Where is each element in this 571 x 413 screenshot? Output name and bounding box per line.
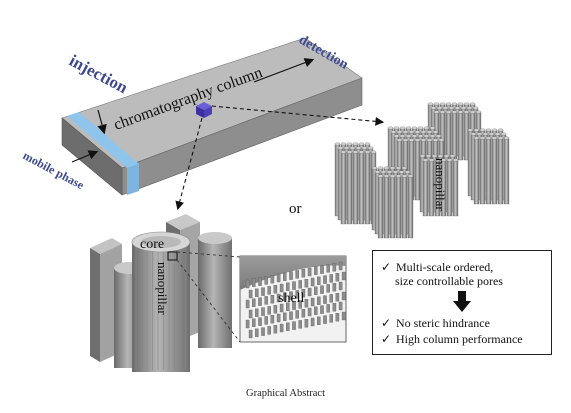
injection-band-front (127, 164, 139, 195)
shell-label: shell (278, 291, 305, 306)
benefit-1-line-1: Multi-scale ordered, (396, 260, 494, 274)
injection-label: injection (66, 51, 131, 98)
zoom-connector-bottom (176, 259, 241, 343)
benefit-1-line-2: size controllable pores (395, 274, 503, 288)
core-shell-pillars (90, 214, 232, 372)
benefit-item-3: ✓ High column performance (381, 333, 523, 346)
zoom-arrow-down (175, 117, 203, 211)
injection-band (67, 112, 139, 168)
nanopillar-array-right (334, 102, 510, 239)
nanopillar-left-label: nanopillar (155, 262, 170, 315)
check-icon: ✓ (381, 316, 392, 330)
mobile-phase-arrow (71, 150, 99, 163)
down-arrow-icon (453, 291, 471, 312)
benefit-item-1: ✓ Multi-scale ordered, (381, 261, 493, 274)
shell-inset (239, 255, 347, 343)
zoom-selection-box (167, 251, 178, 261)
benefit-item-2: ✓ No steric hindrance (381, 317, 490, 330)
check-icon: ✓ (381, 260, 392, 274)
injection-arrow (97, 109, 107, 135)
sample-marker-icon (196, 102, 212, 118)
benefit-2-text: No steric hindrance (396, 316, 490, 330)
benefit-3-text: High column performance (396, 332, 523, 346)
zoom-arrow-right (211, 105, 385, 126)
chromatography-column (61, 37, 363, 196)
nanopillar-right-label: nanopillar (433, 158, 448, 211)
or-label: or (289, 201, 302, 217)
check-icon: ✓ (381, 332, 392, 346)
benefits-box: ✓ Multi-scale ordered, size controllable… (372, 250, 552, 355)
zoom-connector-top (176, 251, 241, 258)
caption: Graphical Abstract (245, 388, 325, 399)
core-label: core (140, 237, 164, 252)
benefit-item-1-cont: size controllable pores (395, 275, 503, 288)
detection-arrow (253, 58, 315, 83)
